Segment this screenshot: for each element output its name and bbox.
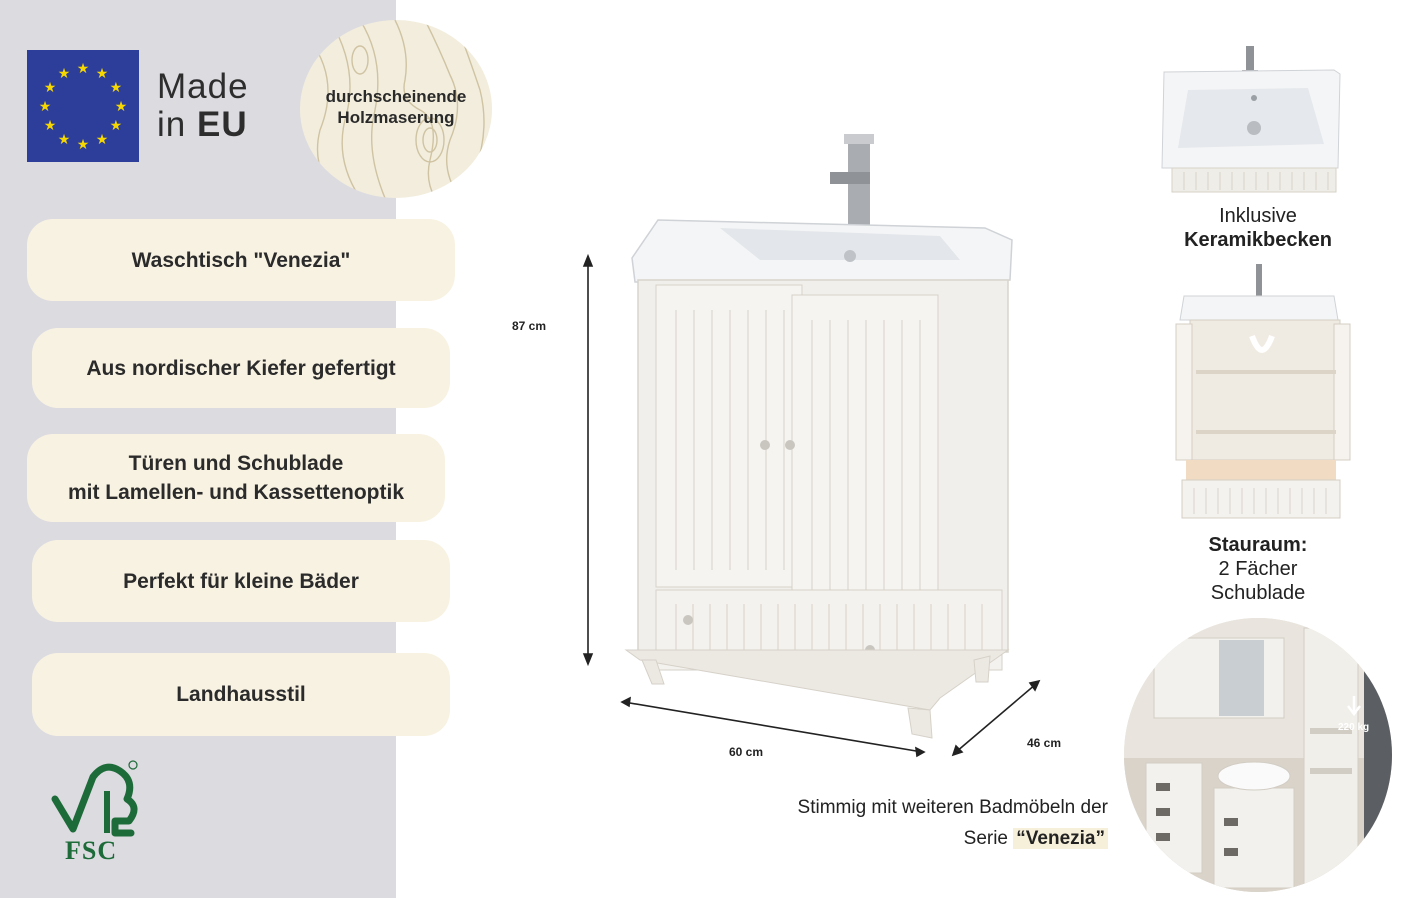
drawer-knob-left xyxy=(683,615,693,625)
dimension-height: 87 cm xyxy=(512,319,547,333)
height-arrow xyxy=(582,253,594,667)
feature-pill-5: Landhausstil xyxy=(32,653,450,736)
sink-thumbnail xyxy=(1161,46,1341,193)
made-in-eu-badge: Made in EU xyxy=(157,68,249,144)
faucet xyxy=(848,138,870,234)
feature-pill-4: Perfekt für kleine Bäder xyxy=(32,540,450,622)
feature-pill-2: Aus nordischer Kiefer gefertigt xyxy=(32,328,450,408)
dimension-width: 60 cm xyxy=(729,745,764,759)
fsc-tree-icon xyxy=(51,760,138,837)
feature-text-1: Waschtisch "Venezia" xyxy=(131,248,351,272)
width-arrow xyxy=(620,696,926,758)
storage-caption: Stauraum: 2 Fächer Schublade xyxy=(1208,534,1308,604)
wood-grain-text: durchscheinende Holzmaserung xyxy=(325,87,467,127)
eu-star-icon: ★ xyxy=(44,118,57,134)
sink-caption: Inklusive Keramikbecken xyxy=(1184,205,1332,251)
wood-grain-badge: durchscheinende Holzmaserung xyxy=(300,20,492,198)
eu-star-icon: ★ xyxy=(96,132,109,148)
made-in-line2: in EU xyxy=(157,105,248,144)
bathroom-series-photo xyxy=(1124,618,1392,892)
eu-star-icon: ★ xyxy=(77,137,90,153)
eu-star-icon: ★ xyxy=(110,80,123,96)
eu-star-icon: ★ xyxy=(110,118,123,134)
door-knob-right xyxy=(785,440,795,450)
feature-text-4: Perfekt für kleine Bäder xyxy=(123,569,359,593)
eu-star-icon: ★ xyxy=(96,66,109,82)
made-in-line1: Made xyxy=(157,67,249,106)
eu-star-icon: ★ xyxy=(39,99,52,115)
eu-star-icon: ★ xyxy=(44,80,57,96)
load-capacity-label: 220 kg xyxy=(1338,722,1370,733)
depth-arrow xyxy=(951,679,1041,757)
eu-star-icon: ★ xyxy=(77,61,90,77)
feature-text-5: Landhausstil xyxy=(176,683,306,706)
open-cabinet-thumbnail xyxy=(1175,264,1351,519)
door-knob-left xyxy=(760,440,770,450)
feature-text-3a: Türen und Schublade xyxy=(128,452,344,475)
eu-star-icon: ★ xyxy=(58,66,71,82)
feature-pill-3: Türen und Schublade mit Lamellen- und Ka… xyxy=(27,434,445,522)
dimension-depth: 46 cm xyxy=(1027,736,1062,750)
eu-star-icon: ★ xyxy=(58,132,71,148)
main-cabinet-image xyxy=(582,134,1041,758)
eu-flag-icon: ★★★★★★★★★★★★ xyxy=(27,50,139,162)
eu-star-icon: ★ xyxy=(115,99,128,115)
fsc-label: FSC xyxy=(65,836,118,865)
feature-text-2: Aus nordischer Kiefer gefertigt xyxy=(86,356,396,380)
feature-pill-1: Waschtisch "Venezia" xyxy=(27,219,455,301)
feature-text-3b: mit Lamellen- und Kassettenoptik xyxy=(67,481,405,504)
series-caption: Stimmig mit weiteren Badmöbeln der Serie… xyxy=(797,797,1108,849)
